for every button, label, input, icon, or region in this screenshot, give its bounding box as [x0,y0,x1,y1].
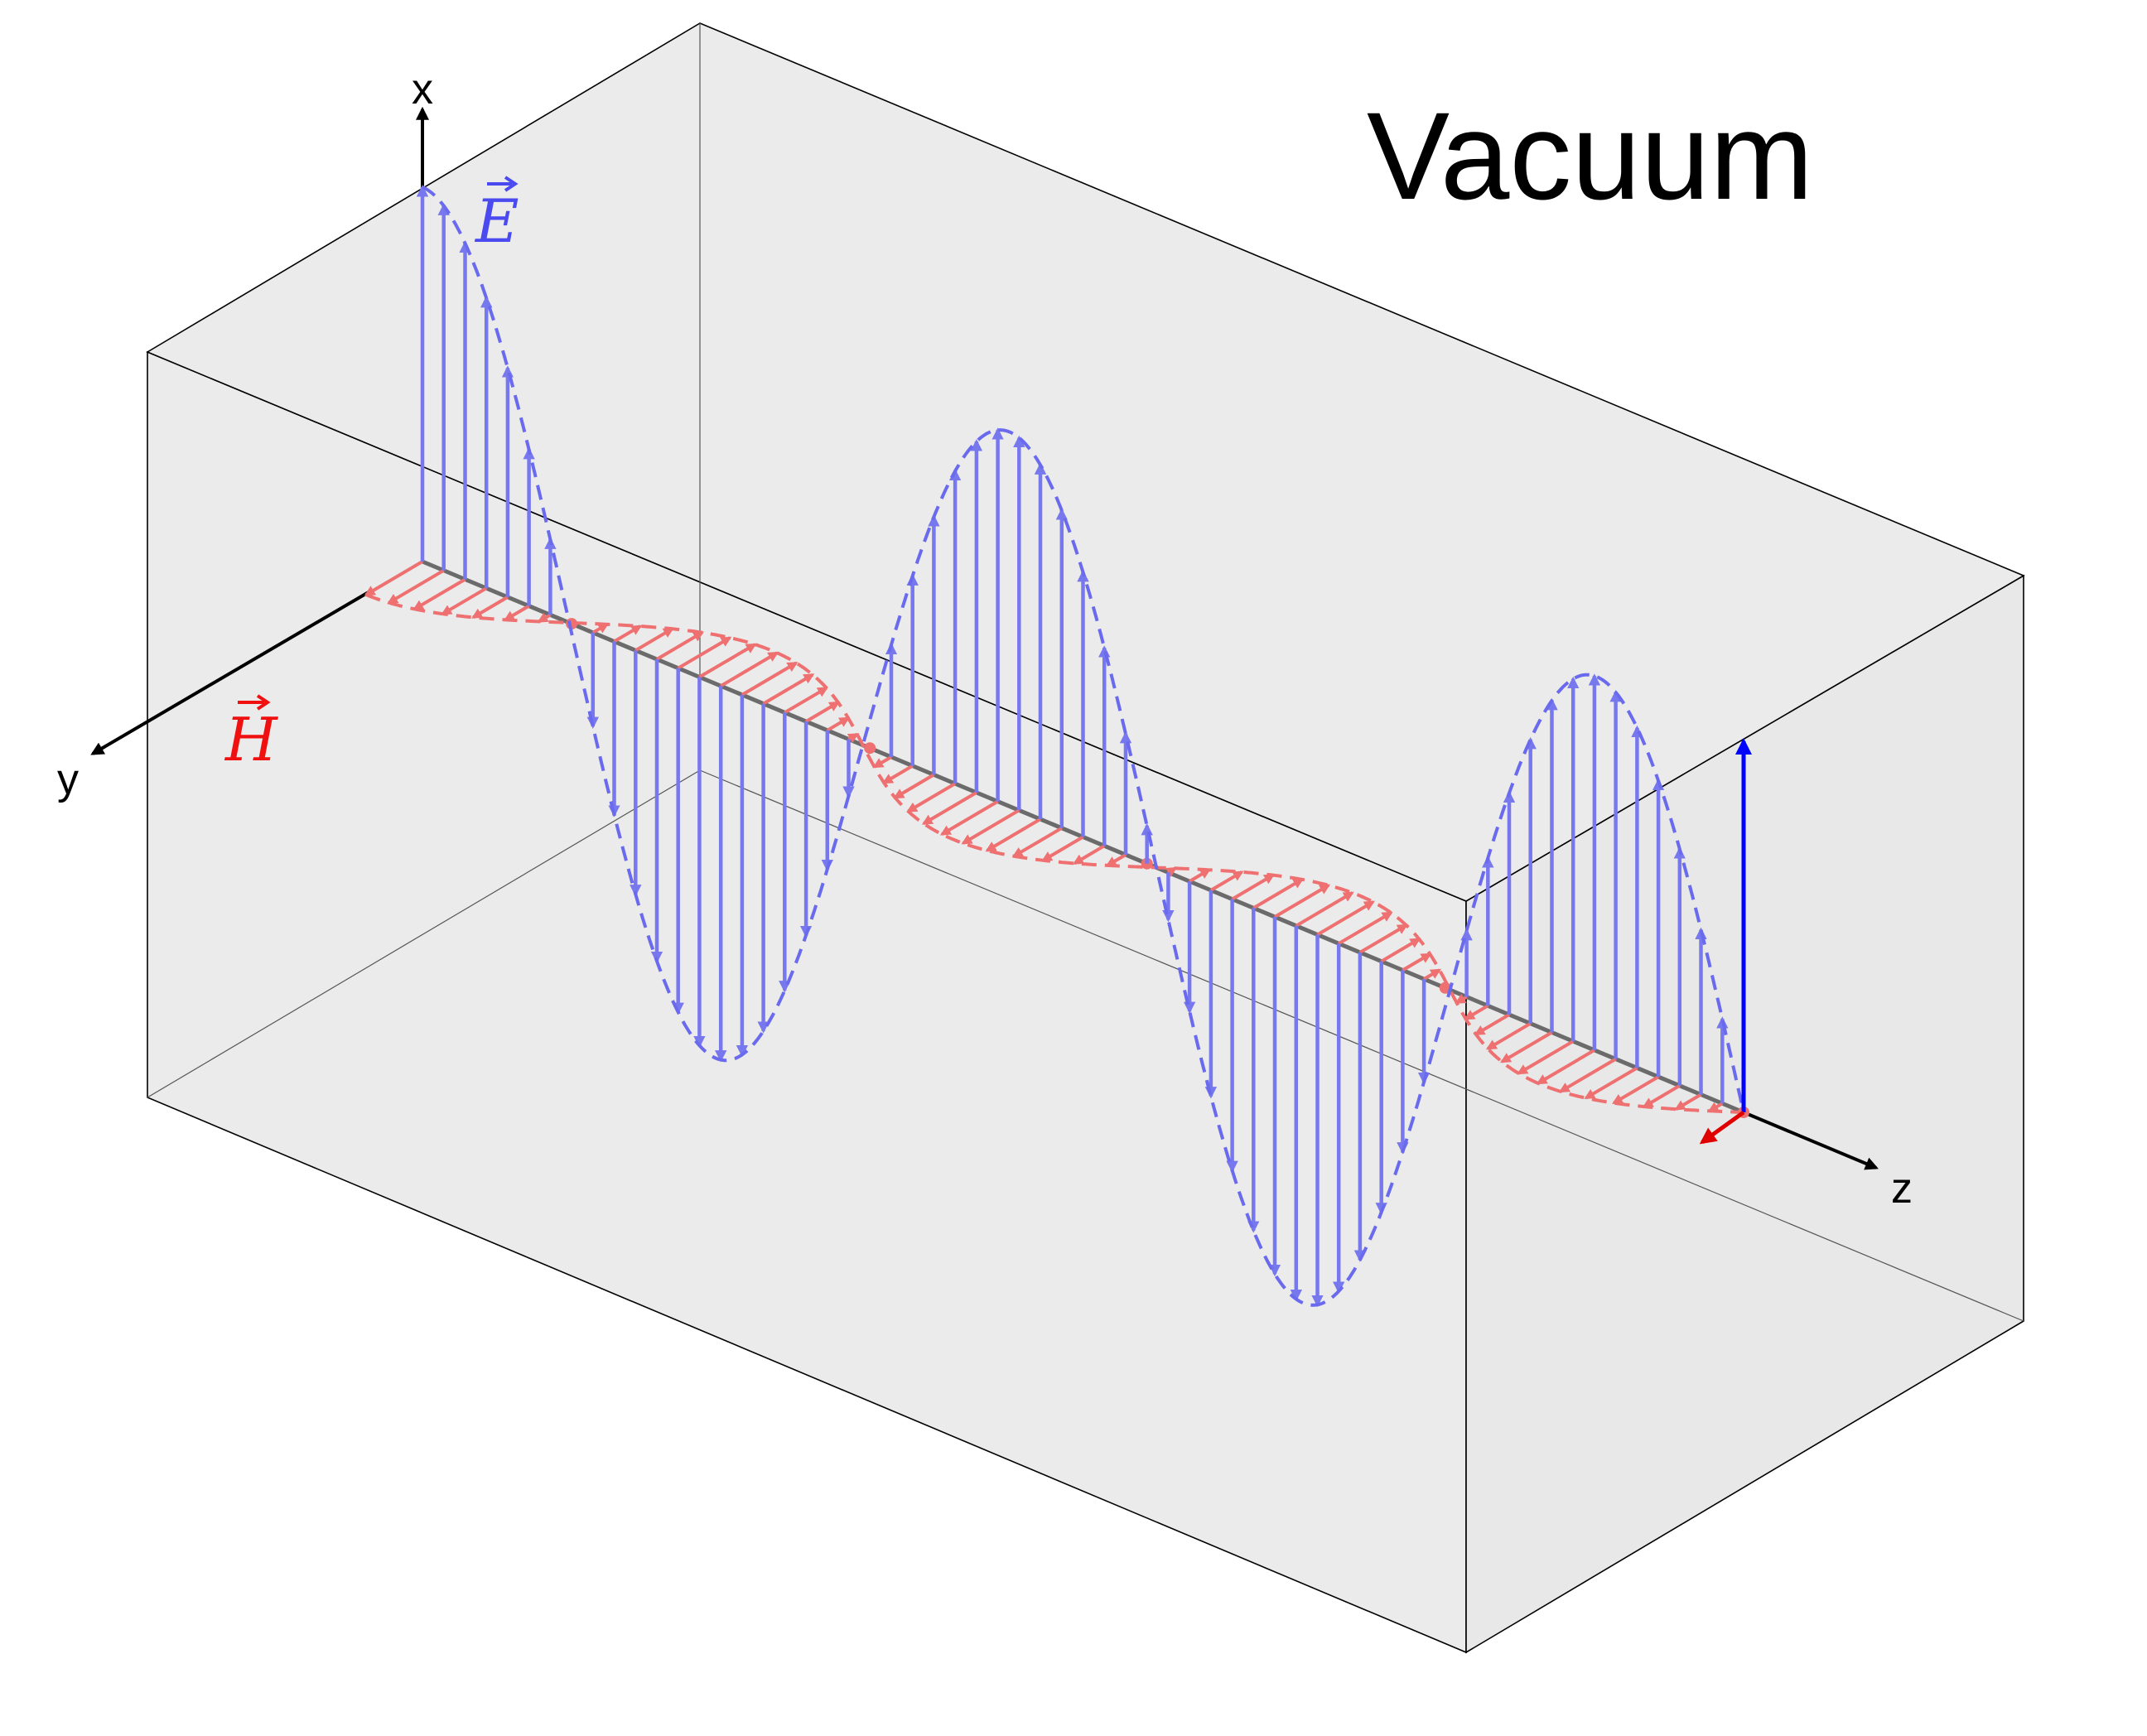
h-field-vector [893,773,935,799]
h-field-vector [961,808,1020,845]
h-field-vector [1165,866,1178,878]
y-axis-arrow [90,588,374,755]
h-field-vector [1073,844,1106,866]
electric-field-wave [416,185,1745,1308]
h-field-vector [1338,911,1393,945]
h-field-vector [413,577,466,611]
h-field-vector [503,604,530,622]
h-field-vector [1707,1102,1724,1113]
box-hidden-edge-left [147,769,701,1098]
h-field-vector [826,716,851,732]
h-field-vector [1584,1066,1638,1100]
h-field-vector [985,817,1042,852]
h-field-vector [1231,873,1276,901]
h-front-vector [1699,1110,1745,1145]
h-field-symbol: H [224,705,278,774]
h-field-vector [872,755,893,769]
h-field-vector [1499,1030,1553,1063]
h-field-vector [441,586,488,615]
h-field-vector [1189,868,1211,883]
h-field-vector [1316,900,1375,937]
h-field-vector [1358,923,1408,954]
h-field-vector [1455,993,1468,1005]
h-field-vector [1558,1057,1617,1093]
h-field-vector [1041,835,1084,862]
h-field-vector [1011,827,1063,858]
box-top-face [146,22,2025,902]
h-vector-arrowhead-accent [256,694,271,711]
h-field-vector [1105,853,1127,867]
h-field-vector [1674,1092,1702,1111]
h-field-vector [784,686,829,715]
h-field-vector [634,627,674,653]
h-field-vector [655,630,705,661]
h-field-vector [1252,878,1305,910]
h-field-vector [698,643,757,679]
h-field-vector [847,732,860,744]
h-field-vector [537,612,552,624]
e-vector-arrowhead-accent [504,176,519,192]
h-field-vector [805,701,841,723]
h-field-vector [1536,1049,1595,1085]
medium-title: Vacuum [1367,86,1813,225]
e-field-symbol: E [474,186,519,256]
h-field-vector [1380,938,1421,963]
h-field-vector [1612,1075,1660,1105]
y-axis-label: y [57,755,79,803]
h-field-vector [387,568,445,605]
h-field-vector [471,596,509,620]
h-field-vector [939,799,999,837]
h-field-vector [1273,884,1331,919]
z-axis-arrow [1743,1111,1879,1170]
h-field-vector [741,661,798,697]
h-field-node [864,742,876,755]
h-field-vector [921,791,977,826]
h-field-vector [720,651,779,687]
h-field-vector [1402,952,1432,972]
h-field-vector [1517,1039,1575,1075]
e-field-envelope [422,186,1745,1307]
h-field-vector [1295,891,1354,928]
h-field-vector [762,673,815,706]
h-field-vector [613,624,643,644]
h-field-vector [881,764,914,784]
x-axis-label: x [412,65,433,113]
h-field-vector [591,623,610,634]
h-field-vector [1209,870,1244,892]
e-field-label: E [474,176,519,256]
h-field-vector [1642,1084,1681,1108]
h-field-vector [1423,968,1442,981]
h-field-vector [677,636,732,670]
h-field-vector [364,560,424,596]
h-field-label: H [224,694,278,774]
h-field-vector [906,782,957,813]
h-field-vector [1474,1013,1511,1036]
h-field-vector [1464,1004,1489,1020]
z-axis-label: z [1891,1165,1913,1213]
h-field-vector [1485,1021,1532,1050]
